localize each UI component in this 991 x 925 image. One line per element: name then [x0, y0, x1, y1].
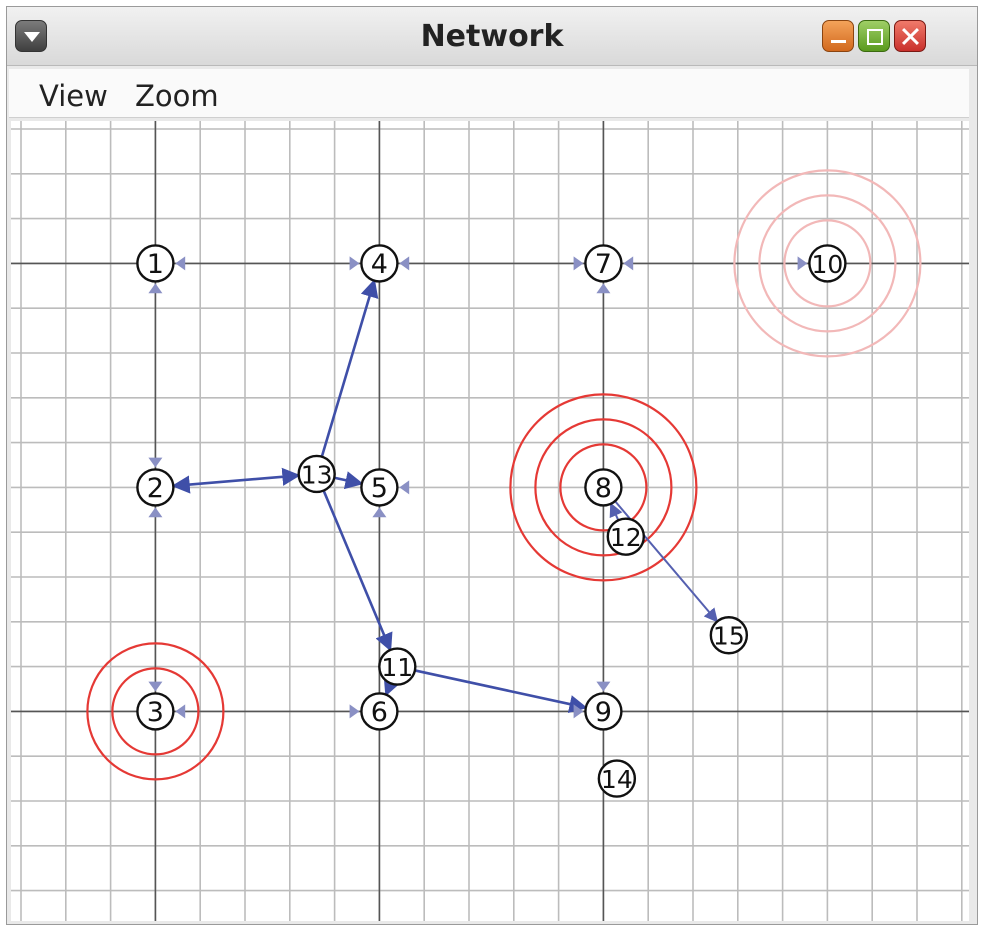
node-label: 2	[147, 473, 164, 504]
node-circle[interactable]	[584, 468, 623, 507]
node-circle[interactable]	[360, 692, 399, 731]
node-5[interactable]: 5	[360, 468, 399, 507]
window-menu-button[interactable]	[15, 20, 47, 52]
grid-arrow-icon	[596, 681, 611, 692]
window-title: Network	[420, 19, 564, 54]
node-label: 10	[811, 250, 843, 279]
signal-ring	[559, 443, 648, 532]
node-circle[interactable]	[597, 759, 637, 798]
node-label: 9	[595, 697, 612, 728]
node-circle[interactable]	[584, 244, 623, 283]
node-7[interactable]: 7	[584, 244, 623, 283]
edge-12-8	[609, 502, 623, 521]
menu-bar: View Zoom	[9, 69, 969, 118]
node-4[interactable]: 4	[360, 244, 399, 283]
grid-arrow-icon	[148, 283, 163, 294]
node-circle[interactable]	[709, 616, 749, 655]
grid-arrow-icon	[596, 283, 611, 294]
signal-ring	[534, 418, 673, 557]
grid-arrow-icon	[175, 704, 186, 719]
node-label: 13	[301, 460, 333, 489]
signal-ring	[783, 219, 872, 308]
node-label: 1	[147, 249, 164, 280]
node-label: 11	[381, 653, 413, 682]
node-2[interactable]: 2	[136, 468, 175, 507]
node-circle[interactable]	[360, 468, 399, 507]
grid-arrow-icon	[148, 681, 163, 692]
edges	[171, 278, 719, 713]
node-10[interactable]: 10	[808, 244, 847, 283]
grid-arrows	[148, 256, 808, 719]
grid-arrow-icon	[148, 507, 163, 518]
node-circle[interactable]	[584, 692, 623, 731]
node-label: 6	[371, 697, 388, 728]
edge-13-4	[320, 278, 379, 458]
grid-arrow-icon	[349, 256, 360, 271]
signal-rings	[86, 169, 922, 781]
node-label: 3	[147, 697, 164, 728]
minimize-button[interactable]	[822, 20, 854, 52]
node-3[interactable]: 3	[136, 692, 175, 731]
node-label: 5	[371, 473, 388, 504]
node-label: 14	[601, 765, 633, 794]
grid-arrow-icon	[573, 256, 584, 271]
node-label: 15	[713, 622, 745, 651]
node-label: 4	[371, 249, 388, 280]
grid	[11, 121, 969, 921]
close-button[interactable]	[894, 20, 926, 52]
edge-13-5	[334, 471, 364, 490]
grid-arrow-icon	[399, 480, 410, 495]
signal-ring	[111, 667, 200, 756]
grid-arrow-icon	[175, 256, 186, 271]
node-15[interactable]: 15	[709, 616, 749, 655]
node-9[interactable]: 9	[584, 692, 623, 731]
node-14[interactable]: 14	[597, 759, 637, 798]
signal-ring	[509, 393, 698, 582]
signal-ring	[733, 169, 922, 358]
maximize-button[interactable]	[858, 20, 890, 52]
edge-11-6	[383, 676, 401, 697]
node-12[interactable]: 12	[606, 517, 645, 556]
node-circle[interactable]	[297, 454, 336, 494]
menu-view[interactable]: View	[39, 79, 108, 113]
node-circle[interactable]	[136, 692, 175, 731]
node-circle[interactable]	[378, 647, 417, 686]
node-label: 8	[595, 473, 612, 504]
grid-arrow-icon	[349, 704, 360, 719]
grid-arrow-icon	[148, 457, 163, 468]
grid-arrow-icon	[797, 256, 808, 271]
node-13[interactable]: 13	[297, 454, 336, 494]
node-circle[interactable]	[136, 468, 175, 507]
grid-arrow-icon	[623, 256, 634, 271]
node-label: 12	[610, 523, 642, 552]
title-bar[interactable]: Network	[7, 7, 977, 66]
node-circle[interactable]	[606, 517, 645, 556]
node-6[interactable]: 6	[360, 692, 399, 731]
edge-13-11	[322, 490, 393, 652]
node-circle[interactable]	[360, 244, 399, 283]
edge-13-2	[171, 467, 301, 494]
grid-arrow-icon	[372, 507, 387, 518]
grid-arrow-icon	[573, 704, 584, 719]
node-8[interactable]: 8	[584, 468, 623, 507]
edge-11-9	[414, 669, 588, 713]
node-11[interactable]: 11	[378, 647, 417, 686]
node-1[interactable]: 1	[136, 244, 175, 283]
node-circle[interactable]	[136, 244, 175, 283]
node-label: 7	[595, 249, 612, 280]
signal-ring	[86, 642, 225, 781]
grid-arrow-icon	[399, 256, 410, 271]
signal-ring	[758, 194, 897, 333]
menu-zoom[interactable]: Zoom	[135, 79, 219, 113]
node-circle[interactable]	[808, 244, 847, 283]
